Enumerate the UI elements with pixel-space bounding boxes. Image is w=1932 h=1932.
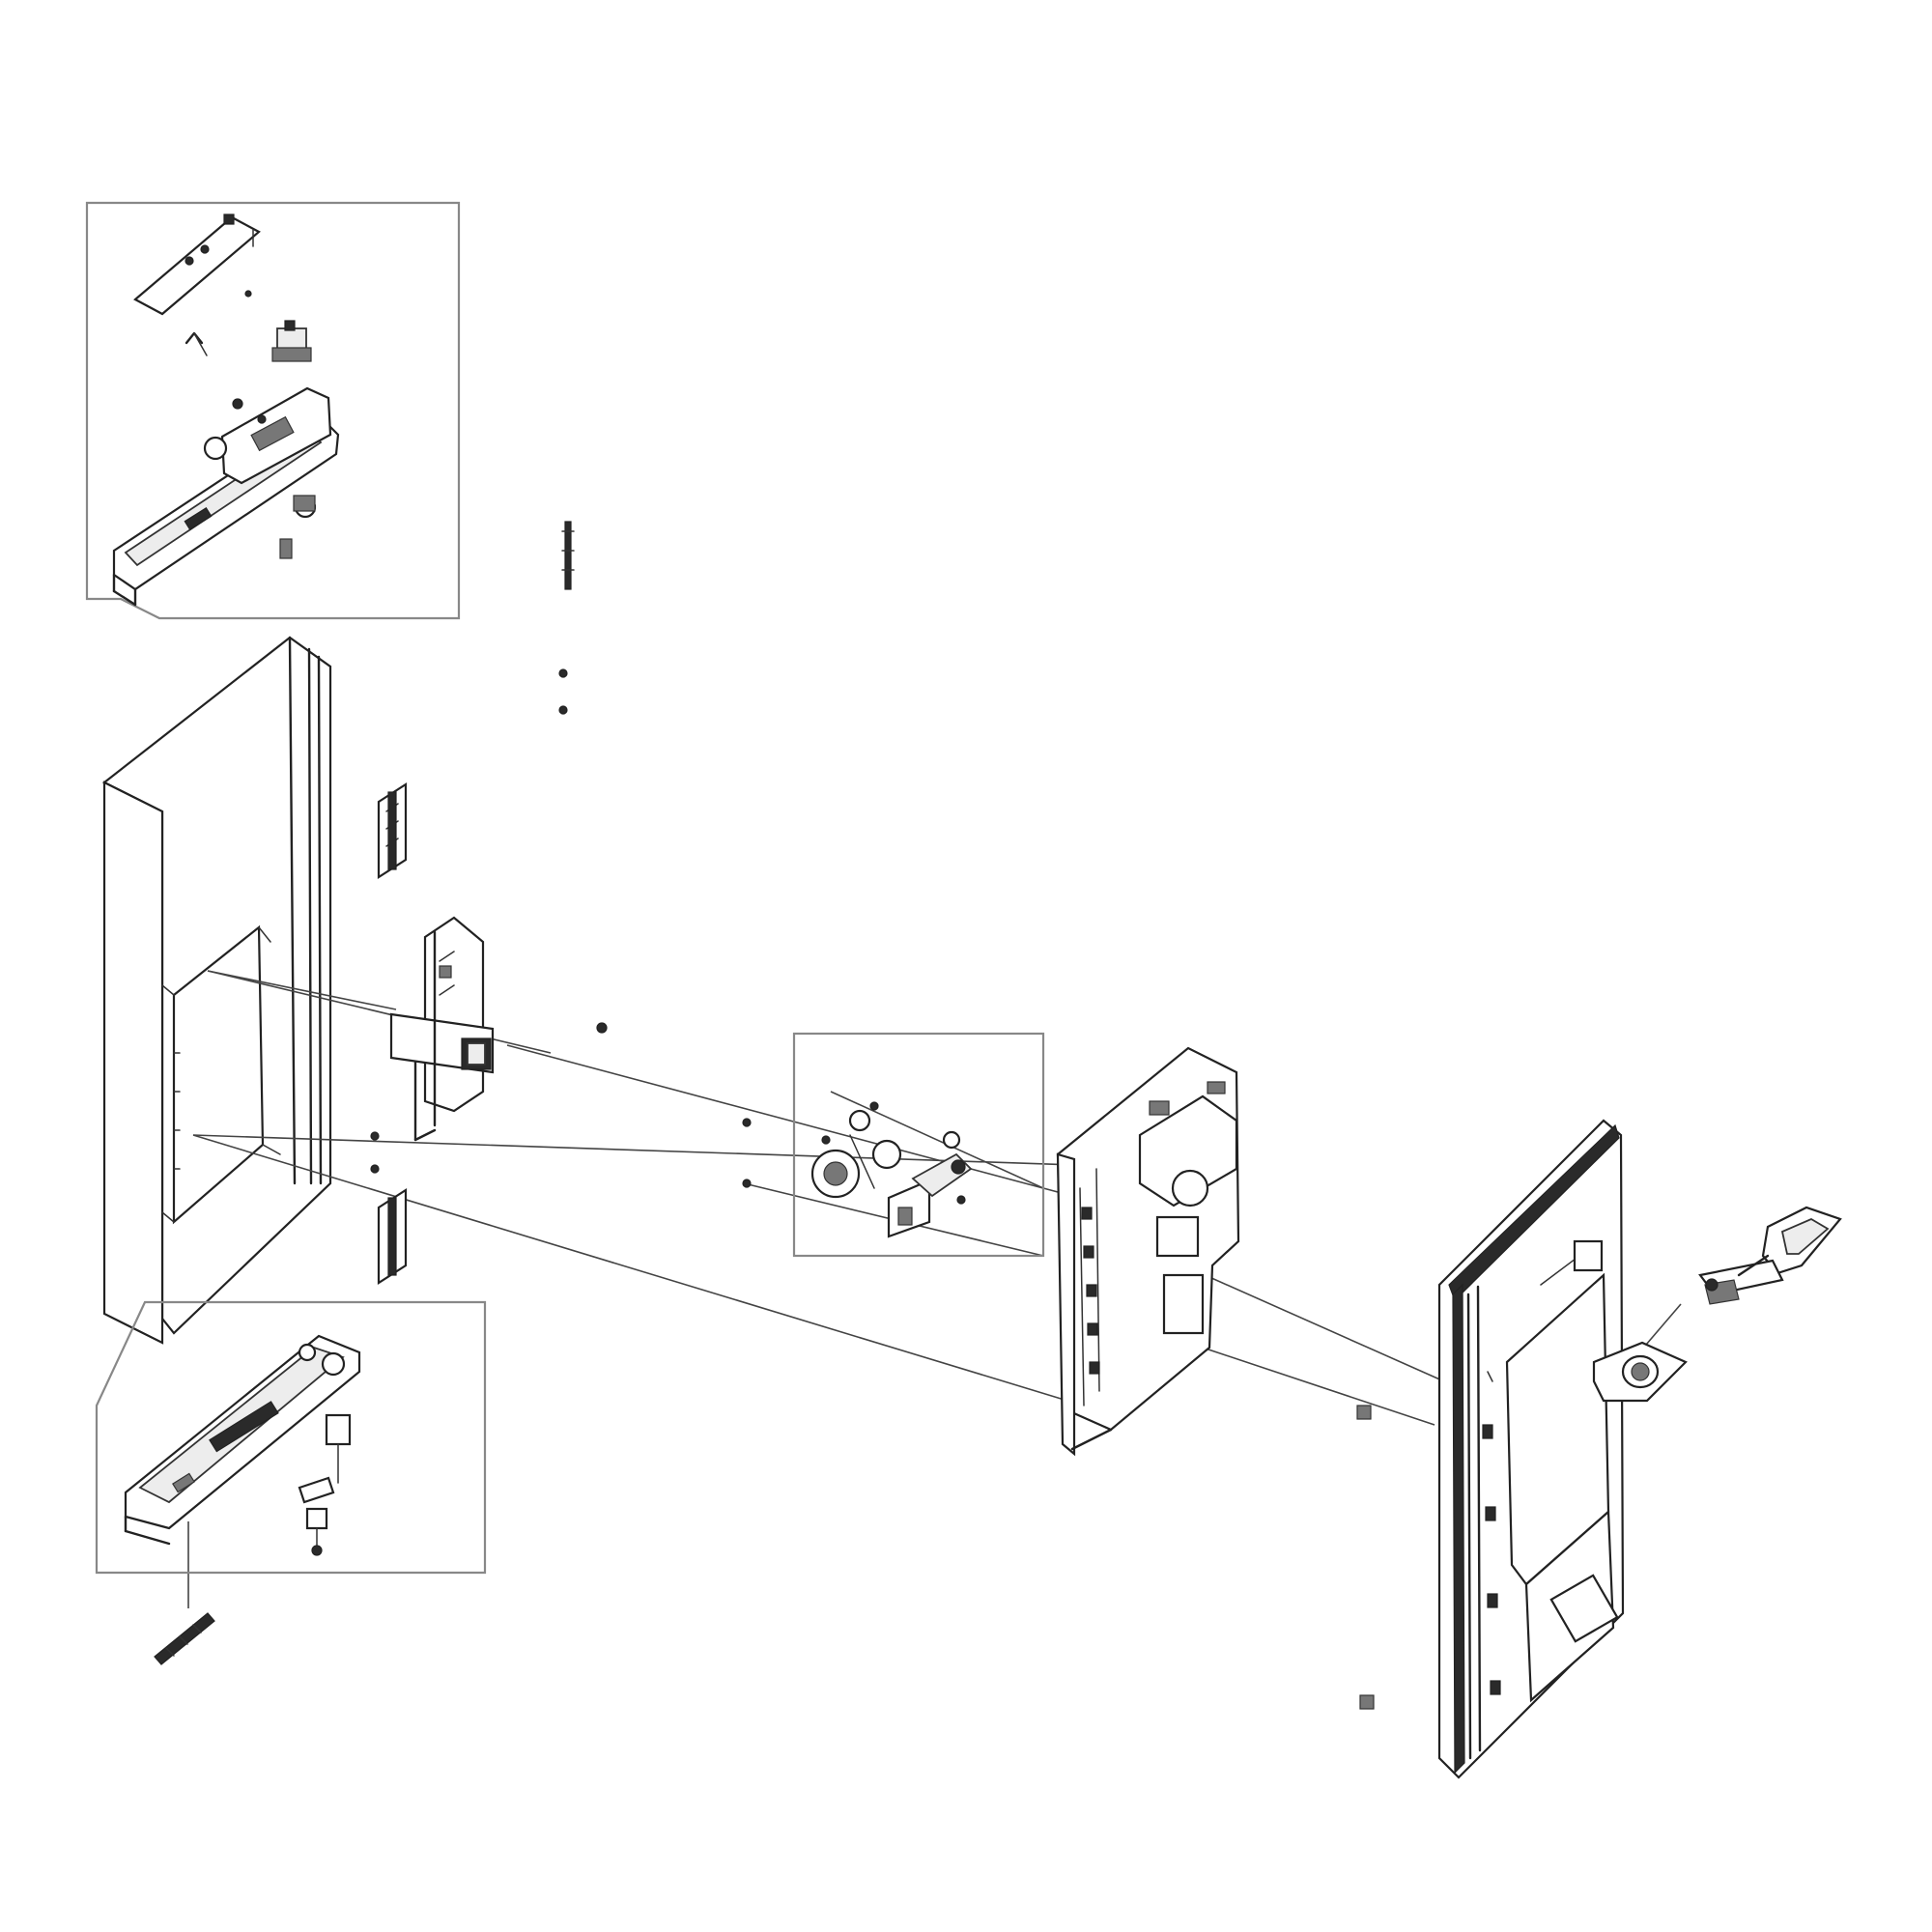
door-liner (1437, 1119, 1625, 1779)
bottom-pin (154, 1612, 215, 1665)
door-outer-panel (101, 636, 332, 1345)
dispenser-lever (1698, 1206, 1842, 1305)
hinge-bracket (271, 320, 312, 362)
top-hinge-detail-box (85, 201, 461, 620)
hinge-cover-plate (133, 213, 261, 316)
bottom-hinge-body (124, 1334, 361, 1546)
hinge-screw (185, 331, 208, 356)
upper-pin (561, 521, 575, 590)
screws (370, 668, 608, 1174)
wire-harness (377, 781, 408, 1286)
dispenser-motor-assembly (742, 1101, 973, 1238)
bottom-hinge-detail-box (95, 1300, 487, 1575)
dispenser-bracket (389, 916, 495, 1142)
liner-clips (1356, 1405, 1375, 1710)
dispenser-housing (1056, 1046, 1240, 1457)
dispenser-funnel (1592, 1341, 1688, 1403)
top-hinge-body (112, 386, 340, 607)
motor-detail-box (742, 1032, 1045, 1258)
bottom-hinge-pin (298, 1413, 352, 1556)
